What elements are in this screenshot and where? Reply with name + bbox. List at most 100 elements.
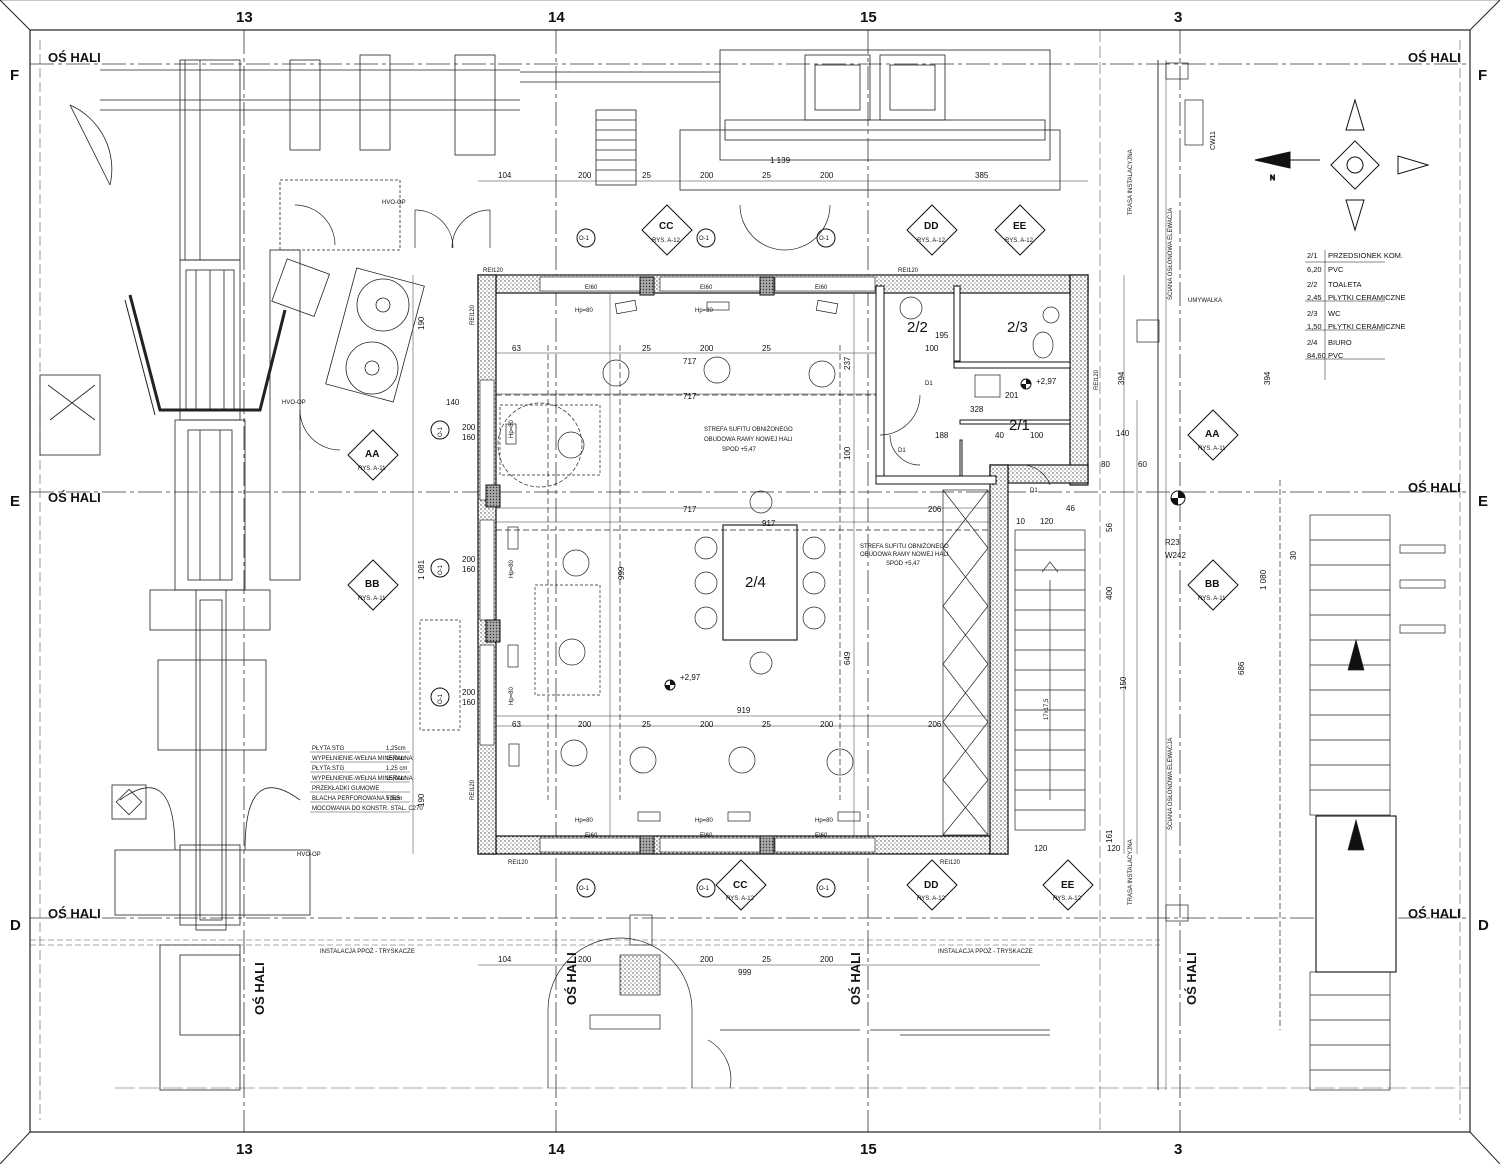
dim-row3-5: 200	[820, 720, 834, 729]
dim-top-6: 385	[975, 171, 989, 180]
fire-rating-labels: REI120 REI120 REI120 REI120 REI120 REI12…	[470, 268, 1100, 866]
hvo-label-3: HVO-OP	[297, 852, 321, 858]
spec-4-name: PRZEKŁADKI GUMOWE	[312, 786, 379, 792]
dim-right-2: 60	[1138, 460, 1147, 469]
secondary-lines	[30, 30, 1470, 1132]
o1-label-1: O-1	[579, 236, 590, 242]
spec-3-value: 15,0cm	[386, 776, 406, 782]
wall-label-bottom: ŚCIANA OSŁONOWA ELEWACJA	[1166, 738, 1174, 830]
spec-2-value: 1,25 cm	[386, 766, 407, 772]
section-aa-right-ref: RYS. A-11	[1198, 446, 1226, 452]
section-bb-left-ref: RYS. A-11	[358, 596, 386, 602]
axis-label-e-left: OŚ HALI	[48, 490, 101, 505]
section-cc-top-letter: CC	[659, 221, 673, 232]
o1-label-2: O-1	[699, 236, 710, 242]
room-legend: 2/1 PRZEDSIONEK KOM. 6,20 PVC 2/2 TOALET…	[1305, 250, 1406, 380]
hvo-label-2: HVO-OP	[282, 400, 306, 406]
dim-right-7: 120	[1107, 844, 1121, 853]
o1-label-6: O-1	[819, 886, 830, 892]
dim-right-4: 120	[1040, 517, 1054, 526]
dim-wc-0: 195	[935, 331, 949, 340]
axis-label-e-right: OŚ HALI	[1408, 480, 1461, 495]
dim-right-9: 56	[1105, 523, 1114, 532]
dim-row3-0: 63	[512, 720, 521, 729]
ceiling-note-2-line3: SPOD +5,47	[886, 561, 921, 567]
dim-side-12: 999	[617, 566, 626, 580]
dim-right-5: 10	[1016, 517, 1025, 526]
level-marker-office: +2,97	[680, 673, 701, 682]
dim-top-1: 200	[578, 171, 592, 180]
dim-top-0: 104	[498, 171, 512, 180]
section-bb-right-ref: RYS. A-11	[1198, 596, 1226, 602]
hp-label-4: Hp=80	[695, 818, 714, 824]
dim-row3-7: 206	[928, 720, 942, 729]
dim-row1-4: 717	[683, 357, 697, 366]
hp-label-6: Hp=80	[509, 419, 515, 438]
dim-side-14: 394	[1117, 371, 1126, 385]
spec-3-name: WYPEŁNIENIE-WEŁNA MINERALNA	[312, 776, 413, 782]
o1-label-7: O-1	[438, 426, 444, 437]
dim-side-7: 190	[417, 316, 426, 330]
dim-wc-10: 201	[1005, 391, 1019, 400]
ceiling-annotations: STREFA SUFITU OBNIŻONEGO OBUDOWA RAMY NO…	[704, 426, 949, 567]
dim-side-2: 160	[462, 433, 476, 442]
legend-2-2-finish: PŁYTKI CERAMICZNE	[1328, 293, 1406, 302]
dim-row1-3: 25	[762, 344, 771, 353]
dim-top-4: 25	[762, 171, 771, 180]
legend-2-1-id: 2/1	[1307, 251, 1317, 260]
dimension-lines	[412, 180, 1138, 966]
dim-top-3: 200	[700, 171, 714, 180]
grid-axes	[30, 30, 1470, 1132]
dim-wc-7: 188	[935, 431, 949, 440]
rei-label-bottom-right: REI120	[940, 860, 961, 866]
ceiling-note-1-line1: STREFA SUFITU OBNIŻONEGO	[704, 426, 793, 433]
left-production-line	[39, 54, 520, 1091]
section-markers	[347, 204, 1239, 911]
o1-markers	[430, 228, 836, 898]
dim-wc-1: 100	[925, 344, 939, 353]
grid-row-f-right: F	[1478, 67, 1487, 84]
dim-side-9: 237	[843, 356, 852, 370]
install-label-right: INSTALACJA PPOŻ - TRYSKACZE	[938, 948, 1033, 955]
spec-0-value: 1,25cm	[386, 746, 406, 752]
dim-bottom-0: 104	[498, 955, 512, 964]
o1-label-4: O-1	[579, 886, 590, 892]
dim-top-5: 200	[820, 171, 834, 180]
grid-col-15-top: 15	[860, 9, 877, 26]
dim-right-3: 46	[1066, 504, 1075, 513]
ceiling-note-1-line3: SPOD +5,47	[722, 447, 757, 453]
tray-label-bottom: TRASA INSTALACYJNA	[1128, 839, 1134, 905]
office-interior	[419, 296, 1086, 836]
grid-row-d-left: D	[10, 917, 21, 934]
dim-side-4: 160	[462, 565, 476, 574]
sink-label: UMYWALKA	[1188, 298, 1222, 304]
dim-row1-2: 200	[700, 344, 714, 353]
grid-col-14-top: 14	[548, 9, 565, 26]
room-label-2-3: 2/3	[1007, 319, 1028, 336]
legend-2-3-area: 1,50	[1307, 322, 1322, 331]
section-bb-right-letter: BB	[1205, 579, 1219, 590]
room-labels: 2/4 2/2 2/3 2/1	[745, 319, 1030, 591]
dim-bottom-1: 200	[578, 955, 592, 964]
spec-6-name: MOCOWANIA DO KONSTR. STAL. C270	[312, 806, 423, 812]
axis-label-15-vertical: OŚ HALI	[848, 952, 863, 1005]
section-aa-left-ref: RYS. A-11	[358, 466, 386, 472]
ei-label-bottom-2: EI60	[700, 833, 713, 839]
ceiling-note-1-line2: OBUDOWA RAMY NOWEJ HALI	[704, 437, 793, 443]
dim-right-10: 150	[1119, 676, 1128, 690]
ei-label-top-3: EI60	[815, 285, 828, 291]
section-cc-top-ref: RYS. A-12	[652, 238, 681, 244]
legend-2-2-area: 2,45	[1307, 293, 1322, 302]
rei-label-left-bottom: REI120	[470, 779, 476, 800]
section-dd-bottom-ref: RYS. A-12	[917, 896, 946, 902]
wall-spec-table: PŁYTA STG 1,25cm WYPEŁNIENIE-WEŁNA MINER…	[310, 746, 423, 813]
hvo-labels: HVO-OP HVO-OP HVO-OP	[282, 200, 406, 858]
top-conveyor	[520, 49, 1061, 191]
dim-side-15: 394	[1263, 371, 1272, 385]
legend-2-2-name: TOALETA	[1328, 280, 1361, 289]
axis-label-3-vertical: OŚ HALI	[1184, 952, 1199, 1005]
doors	[294, 204, 831, 1089]
door-d1-1: D1	[925, 381, 933, 387]
rei-label-right: REI120	[1094, 369, 1100, 390]
dim-row3-8: 206	[928, 505, 942, 514]
